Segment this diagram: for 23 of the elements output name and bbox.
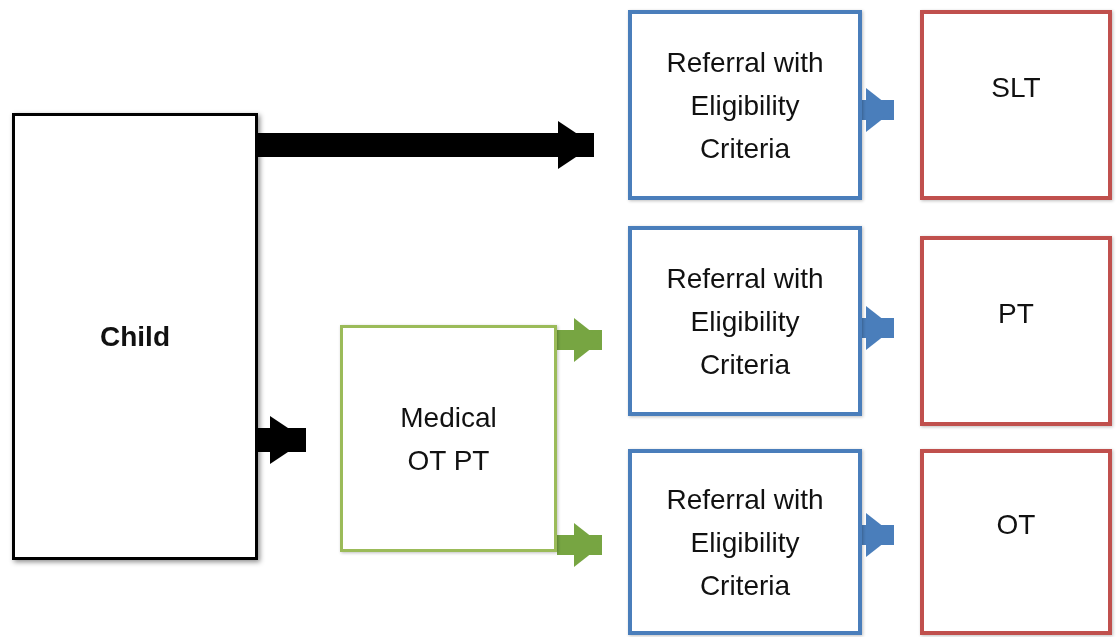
block-arrow <box>258 416 306 464</box>
referral-box <box>628 449 862 635</box>
block-arrow <box>557 318 602 362</box>
node-label: Child <box>99 320 171 354</box>
node-label: Referral with Eligibility Criteria <box>665 482 825 603</box>
service-box <box>920 236 1112 426</box>
block-arrow <box>862 513 894 557</box>
service-box <box>920 10 1112 200</box>
block-arrow <box>557 523 602 567</box>
block-arrow <box>258 121 594 169</box>
node-label: SLT <box>990 71 1042 105</box>
node-label: PT <box>997 297 1035 331</box>
node-label: Medical OT PT <box>399 400 498 478</box>
node-label: Referral with Eligibility Criteria <box>665 45 825 166</box>
node-label: Referral with Eligibility Criteria <box>665 261 825 382</box>
node-label: OT <box>995 508 1037 542</box>
referral-box <box>628 10 862 200</box>
block-arrow <box>862 306 894 350</box>
service-box <box>920 449 1112 635</box>
referral-box <box>628 226 862 416</box>
block-arrow <box>862 88 894 132</box>
child-box <box>12 113 258 560</box>
medical-box <box>340 325 557 552</box>
